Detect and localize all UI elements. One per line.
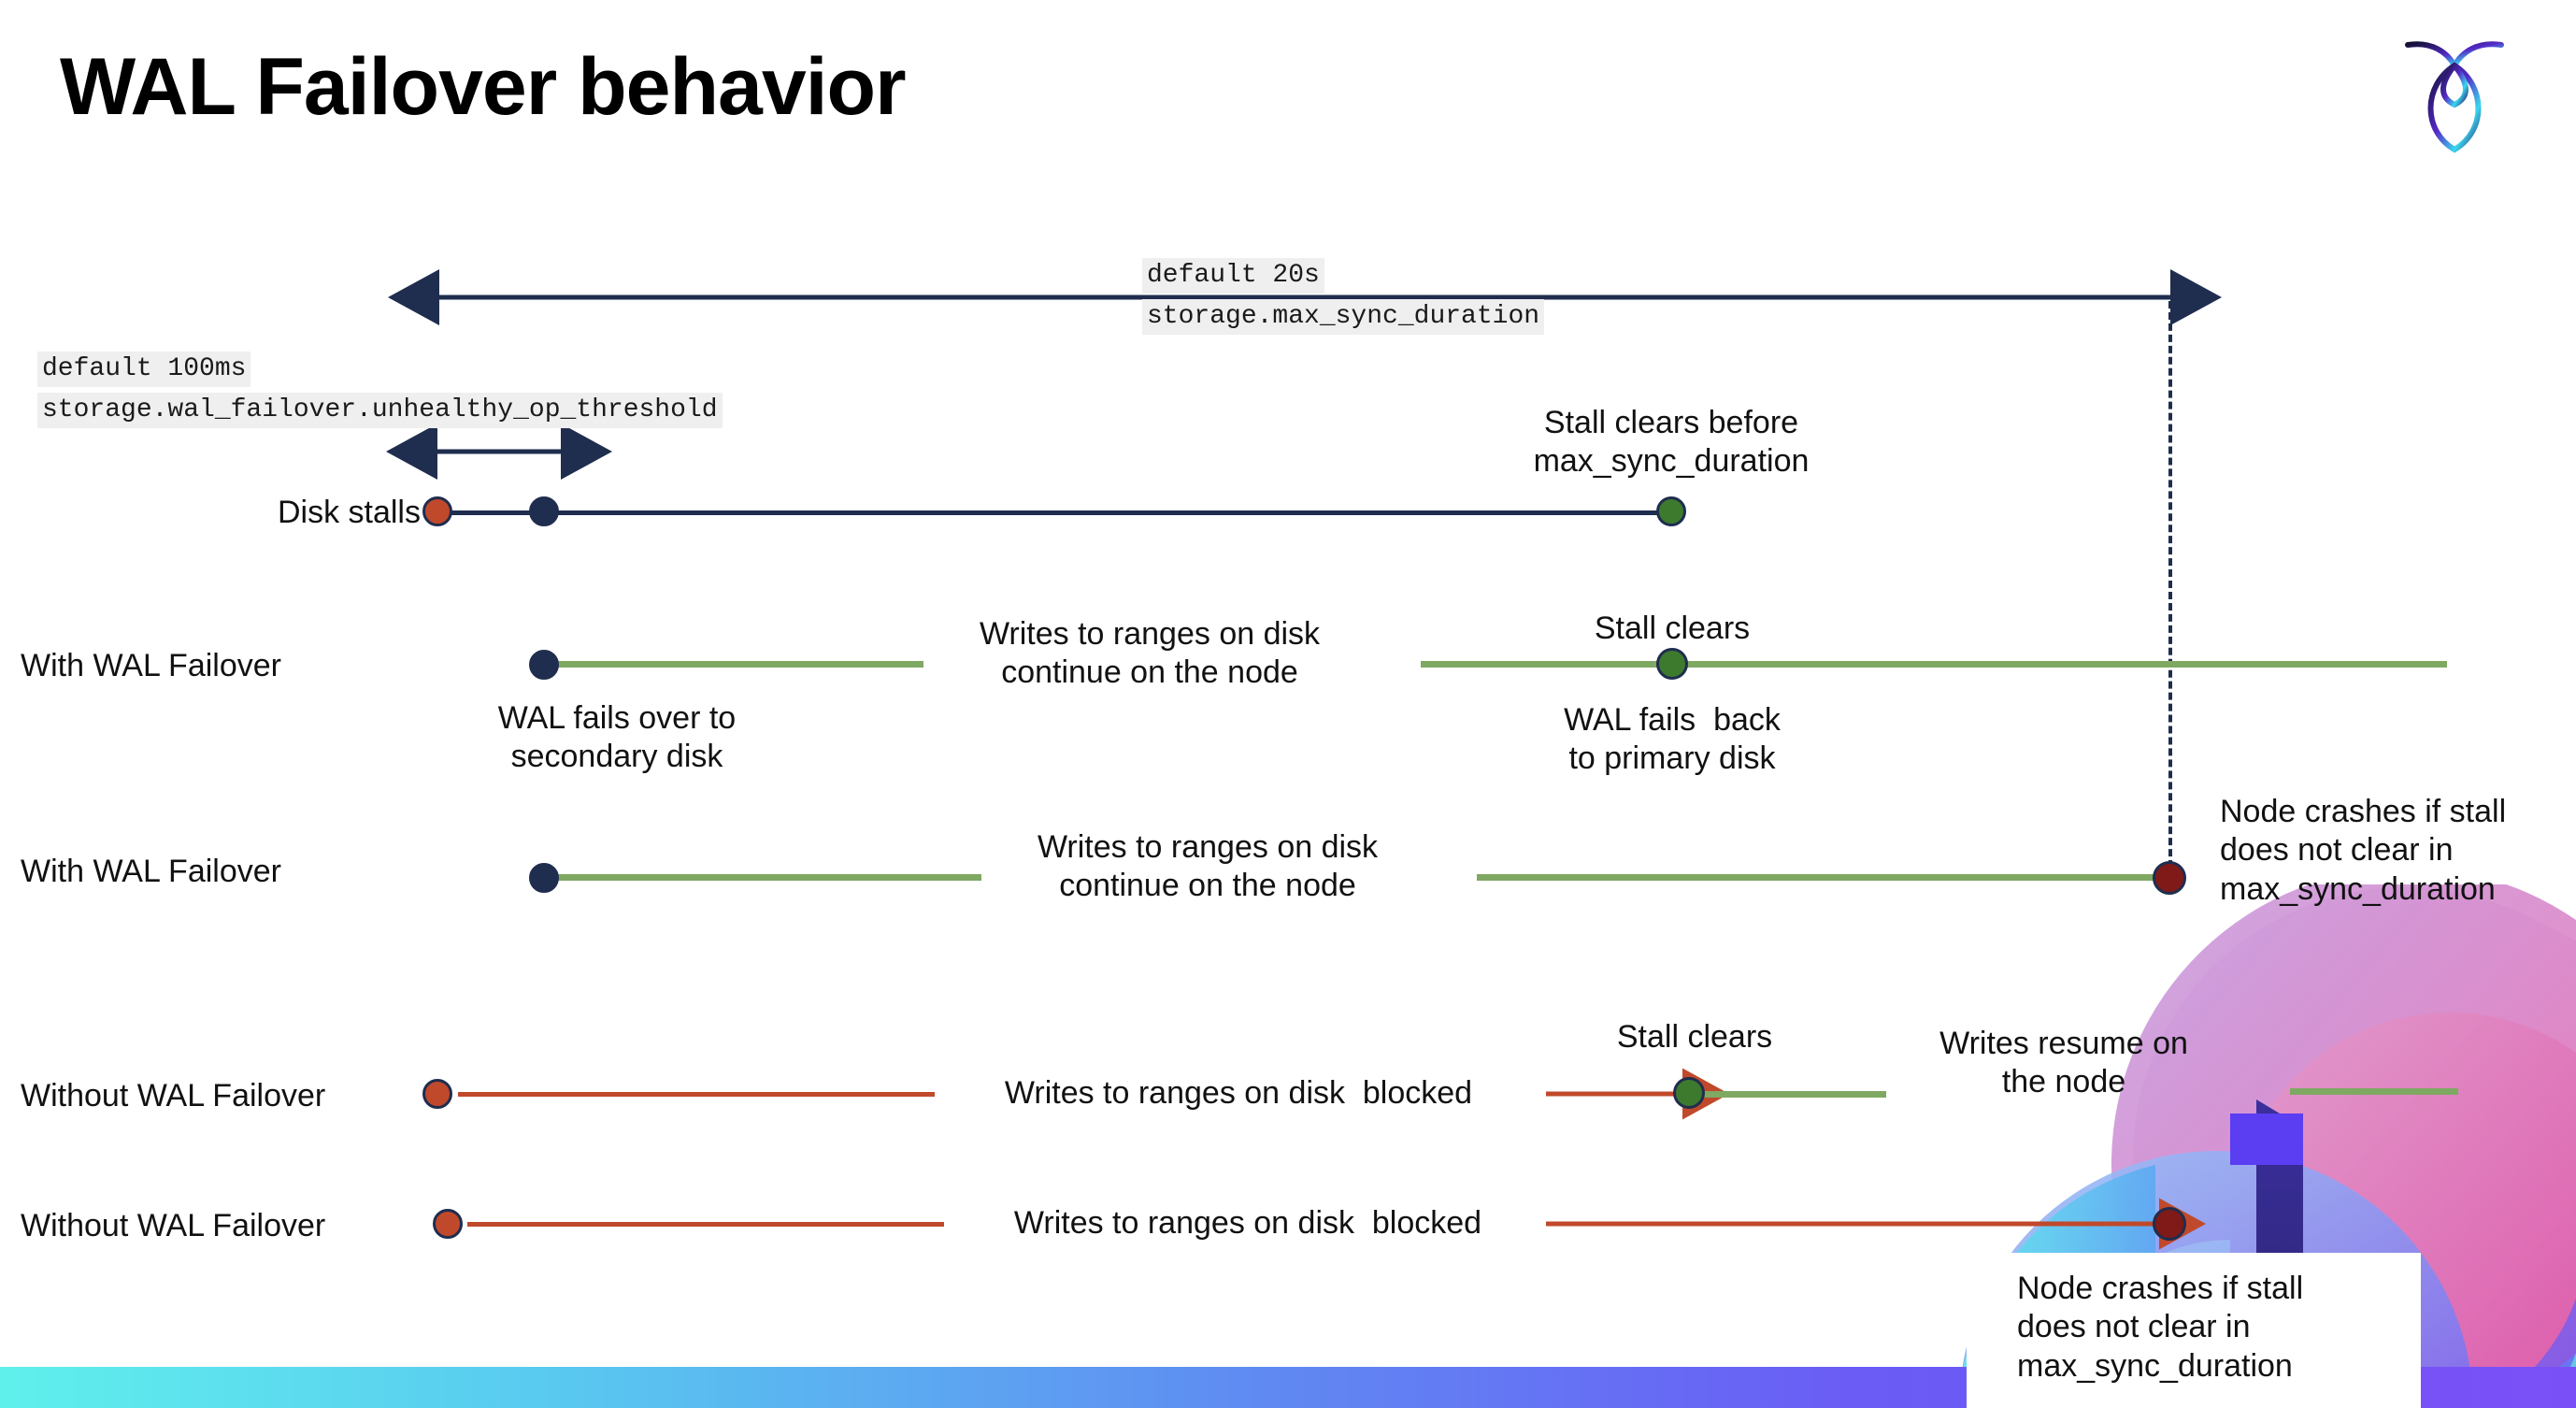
failover-point-dot-row3 <box>529 863 559 893</box>
stall-start-dot-row1 <box>422 496 452 526</box>
node-crash-callout-box-row5 <box>1967 1253 2421 1408</box>
note-stall-clears-row4: Stall clears <box>1616 1019 1773 1055</box>
stall-clear-dot-row4 <box>1673 1077 1705 1109</box>
stall-clear-dot-row2 <box>1656 648 1688 680</box>
note-wal-fails-over-row2: WAL fails over to secondary disk <box>497 700 737 775</box>
note-stall-clears-before-max-sync: Stall clears before max_sync_duration <box>1533 405 1810 480</box>
stall-start-dot-row4 <box>422 1079 452 1109</box>
note-node-crashes-row3: Node crashes if stall does not clear in … <box>2220 794 2507 907</box>
note-writes-blocked-row4: Writes to ranges on disk blocked <box>1004 1075 1473 1111</box>
disk-stall-timeline-line <box>447 510 1671 515</box>
cockroachdb-logo-icon <box>2405 41 2504 153</box>
max-sync-duration-default-chip: default 20s <box>1142 258 1324 295</box>
unhealthy-threshold-setting-chip: storage.wal_failover.unhealthy_op_thresh… <box>37 393 723 429</box>
note-wal-fails-back-row2: WAL fails back to primary disk <box>1564 702 1781 777</box>
writes-resume-line-row4 <box>1699 1091 1886 1098</box>
note-node-crashes-row5: Node crashes if stall does not clear in … <box>2017 1271 2304 1384</box>
writes-blocked-line-row5 <box>467 1222 944 1227</box>
row-label-disk-stalls: Disk stalls <box>277 495 421 530</box>
max-sync-duration-setting-chip: storage.max_sync_duration <box>1142 299 1545 336</box>
max-sync-duration-dashed-guide <box>2168 301 2172 879</box>
page-title: WAL Failover behavior <box>60 42 907 132</box>
stall-start-dot-row5 <box>433 1209 463 1239</box>
wal-failover-line-left-row2 <box>542 661 923 668</box>
node-crash-dot-row3 <box>2153 861 2186 895</box>
failover-point-dot-row2 <box>529 650 559 680</box>
note-writes-continue-row3: Writes to ranges on disk continue on the… <box>1037 829 1379 904</box>
note-writes-blocked-row5: Writes to ranges on disk blocked <box>1013 1205 1482 1241</box>
row-label-without-wal-failover-recovers: Without WAL Failover <box>21 1078 326 1113</box>
stall-clear-dot-row1 <box>1656 496 1686 526</box>
writes-resume-line-far-row4 <box>2290 1088 2458 1095</box>
row-label-without-wal-failover-crashes: Without WAL Failover <box>21 1208 326 1243</box>
writes-blocked-line-row4 <box>458 1092 935 1097</box>
note-writes-resume-row4: Writes resume on the node <box>1939 1026 2188 1100</box>
wal-failover-line-right-row3 <box>1477 874 2168 881</box>
note-writes-continue-row2: Writes to ranges on disk continue on the… <box>979 616 1321 691</box>
row-label-with-wal-failover-crashes: With WAL Failover <box>21 854 281 889</box>
wal-failover-line-left-row3 <box>542 874 981 881</box>
note-stall-clears-row2: Stall clears <box>1594 611 1751 646</box>
node-crash-dot-row5 <box>2153 1207 2186 1241</box>
failover-point-dot-row1 <box>529 496 559 526</box>
row-label-with-wal-failover-recovers: With WAL Failover <box>21 648 281 683</box>
unhealthy-threshold-default-chip: default 100ms <box>37 352 251 388</box>
wal-failover-line-right-row2 <box>1421 661 2447 668</box>
